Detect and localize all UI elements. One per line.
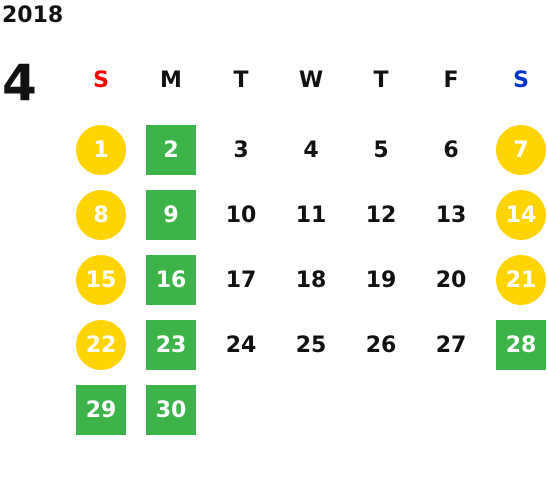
day-cell-21[interactable]: 21 — [496, 255, 546, 305]
day-cell-11[interactable]: 11 — [295, 202, 327, 228]
day-cell-22[interactable]: 22 — [76, 320, 126, 370]
weekday-header-2: T — [233, 67, 249, 93]
month-number: 4 — [2, 54, 37, 112]
day-cell-10[interactable]: 10 — [225, 202, 257, 228]
day-cell-27[interactable]: 27 — [435, 332, 467, 358]
year-label: 2018 — [2, 3, 64, 28]
weekday-header-1: M — [160, 67, 182, 93]
day-cell-9[interactable]: 9 — [146, 190, 196, 240]
day-cell-20[interactable]: 20 — [435, 267, 467, 293]
day-cell-1[interactable]: 1 — [76, 125, 126, 175]
day-cell-4[interactable]: 4 — [303, 137, 319, 163]
day-cell-19[interactable]: 19 — [365, 267, 397, 293]
day-cell-5[interactable]: 5 — [373, 137, 389, 163]
day-cell-14[interactable]: 14 — [496, 190, 546, 240]
day-cell-6[interactable]: 6 — [443, 137, 459, 163]
day-cell-23[interactable]: 23 — [146, 320, 196, 370]
day-cell-26[interactable]: 26 — [365, 332, 397, 358]
day-cell-25[interactable]: 25 — [295, 332, 327, 358]
day-cell-24[interactable]: 24 — [225, 332, 257, 358]
day-cell-29[interactable]: 29 — [76, 385, 126, 435]
day-cell-15[interactable]: 15 — [76, 255, 126, 305]
weekday-header-0: S — [93, 67, 109, 93]
day-cell-17[interactable]: 17 — [225, 267, 257, 293]
weekday-header-6: S — [513, 67, 529, 93]
day-cell-8[interactable]: 8 — [76, 190, 126, 240]
weekday-header-5: F — [443, 67, 459, 93]
day-cell-13[interactable]: 13 — [435, 202, 467, 228]
day-cell-3[interactable]: 3 — [233, 137, 249, 163]
weekday-header-3: W — [298, 67, 324, 93]
day-cell-7[interactable]: 7 — [496, 125, 546, 175]
day-cell-28[interactable]: 28 — [496, 320, 546, 370]
day-cell-2[interactable]: 2 — [146, 125, 196, 175]
day-cell-16[interactable]: 16 — [146, 255, 196, 305]
day-cell-18[interactable]: 18 — [295, 267, 327, 293]
day-cell-12[interactable]: 12 — [365, 202, 397, 228]
day-cell-30[interactable]: 30 — [146, 385, 196, 435]
weekday-header-4: T — [373, 67, 389, 93]
